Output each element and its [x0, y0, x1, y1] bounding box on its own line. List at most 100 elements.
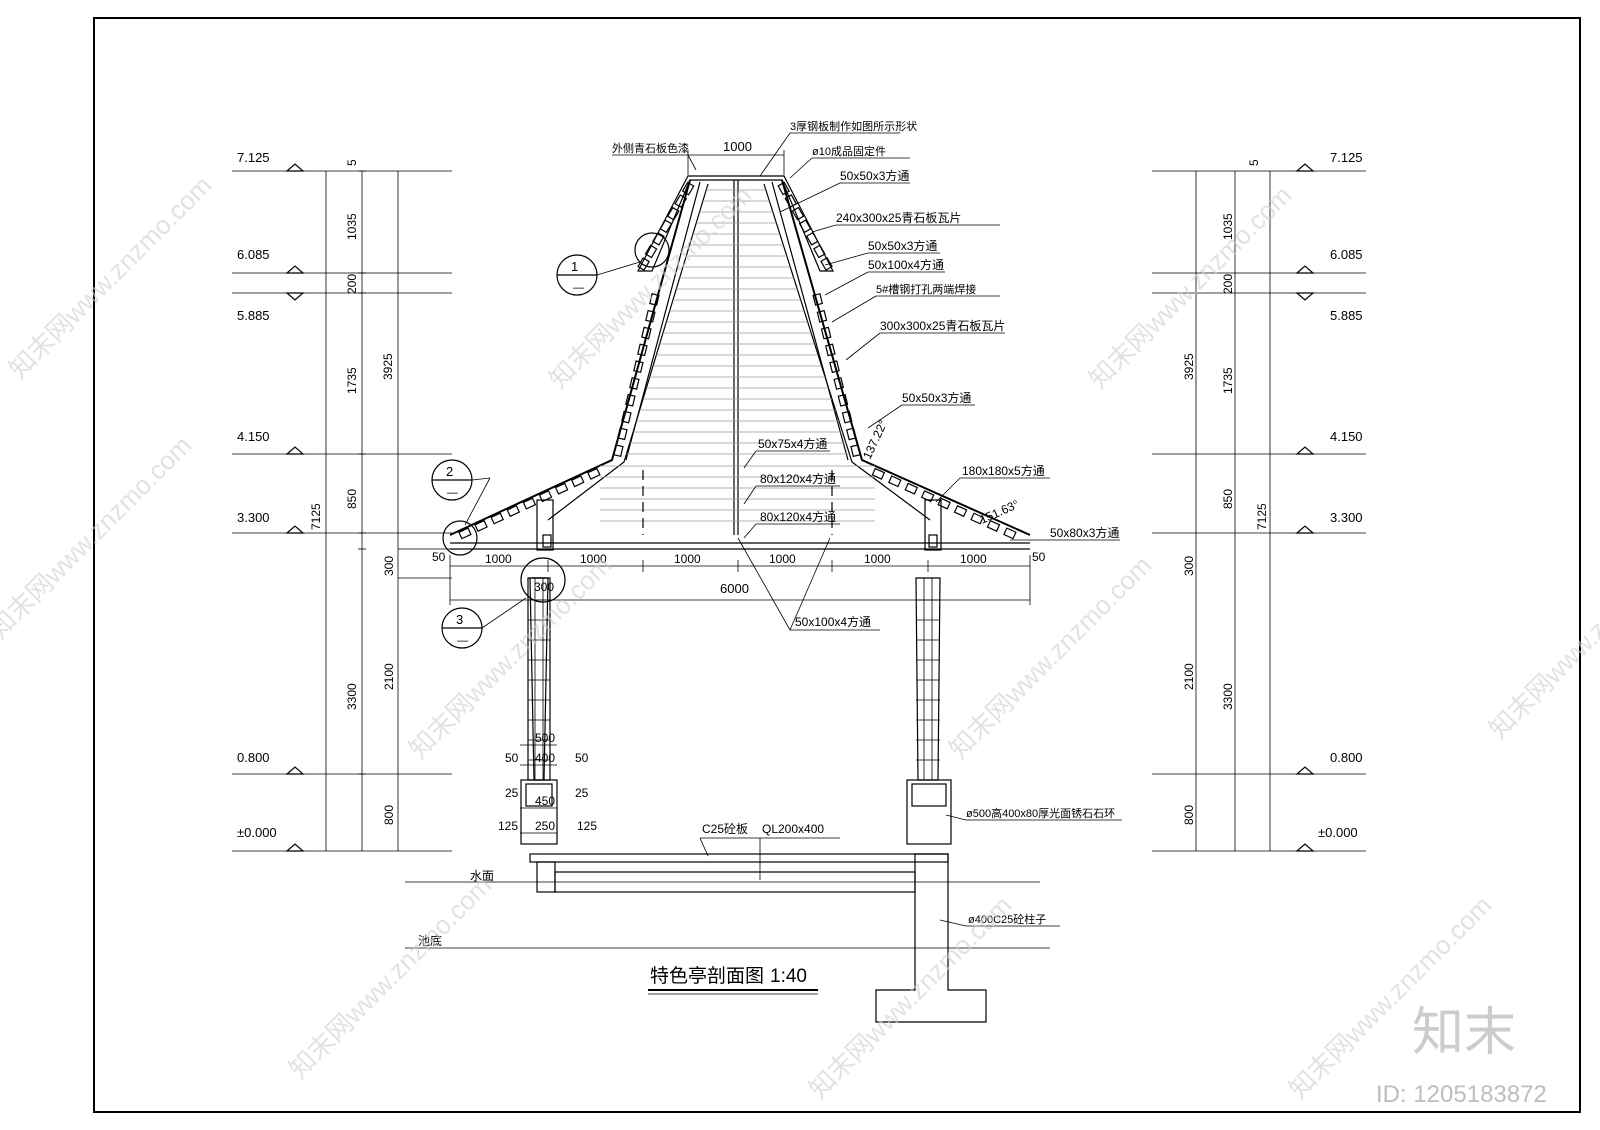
callout-pile: ø400C25砼柱子 [968, 912, 1046, 926]
elev-label-right: 7.125 [1330, 150, 1363, 165]
base-dim: 500 [535, 731, 555, 745]
callout-tile-240: 240x300x25青石板瓦片 [836, 211, 961, 225]
detail-marker-3: 3 [456, 612, 463, 627]
base-dim: 125 [577, 819, 597, 833]
roof-tile [666, 206, 680, 221]
dim-1735: 1735 [345, 367, 359, 394]
right-column-bands [916, 578, 940, 780]
roof-tile [474, 519, 488, 532]
right-elevation-markers: 7.125 6.085 5.885 4.150 3.300 0.800 ±0.0… [1152, 150, 1366, 852]
roof-tile [777, 181, 790, 196]
detail-marker-sub: — [457, 635, 468, 647]
dim-3300-right: 3300 [1221, 683, 1235, 710]
dim-200: 200 [345, 274, 359, 294]
elev-marker-6085: 6.085 [232, 247, 452, 274]
roof-tile [587, 467, 601, 480]
elev-marker-0800: 0.800 [232, 750, 452, 775]
watermark-text: 知末网www.znzmo.com [1483, 530, 1600, 744]
dim-top-1000: 1000 [723, 139, 752, 154]
elev-label-right: 5.885 [1330, 308, 1363, 323]
roof-tile [681, 181, 695, 196]
columns [520, 577, 952, 845]
dim-2100: 2100 [382, 663, 396, 690]
callout-channel: 5#槽钢打孔两端焊接 [876, 282, 976, 296]
callout-steel-plate: 3厚钢板制作如图所示形状 [790, 119, 917, 133]
roof-tile [791, 206, 805, 221]
roof-tile [871, 467, 886, 480]
dim-1735-right: 1735 [1221, 367, 1235, 394]
base-dim: 25 [575, 786, 589, 800]
dim-bay: 1000 [485, 552, 512, 566]
watermark-text: 知末网www.znzmo.com [283, 870, 497, 1084]
base-dim: 125 [498, 819, 518, 833]
callout-fixing: ø10成品固定件 [812, 144, 886, 158]
callout-tube-80: 50x80x3方通 [1050, 525, 1119, 540]
dim-300-right: 300 [1182, 556, 1196, 576]
drawing-frame [93, 17, 1581, 1113]
roof-interior-battens [600, 189, 875, 522]
dim-7125: 7125 [309, 503, 323, 530]
roof-tile [837, 393, 849, 407]
roof-tile [538, 490, 553, 503]
elev-label-right: ±0.000 [1318, 825, 1358, 840]
roof-tile [506, 504, 521, 518]
dim-bay: 50 [1032, 550, 1046, 564]
dim-column-300: 300 [534, 580, 554, 594]
callout-sq-tube-3: 50x100x4方通 [868, 257, 944, 272]
left-column-bands [528, 578, 550, 780]
label-pool-bottom: 池底 [418, 933, 442, 948]
roof-tiles-right [777, 181, 1017, 540]
detail-marker-2: 2 [446, 464, 453, 479]
roof-tile [986, 519, 1001, 532]
dim-bay: 1000 [580, 552, 607, 566]
elev-label-right: 4.150 [1330, 429, 1363, 444]
roof-tile [820, 257, 833, 271]
detail-marker-1: 1 [571, 259, 578, 274]
watermark-id: ID: 1205183872 [1376, 1081, 1547, 1108]
roof-tile [970, 512, 984, 525]
dim-bay: 1000 [960, 552, 987, 566]
roof-tile [522, 497, 537, 510]
roof-tile [674, 194, 688, 209]
elev-marker-7125: 7.125 [232, 150, 452, 172]
roof-tile [458, 527, 472, 540]
roof-tile [629, 377, 640, 390]
dim-850-right: 850 [1221, 489, 1235, 509]
detail-markers: 1 — 2 — 3 — [431, 232, 670, 649]
roof-tile [850, 444, 861, 458]
roof-tile [570, 475, 585, 488]
base-dim: 400 [535, 751, 555, 765]
dim-850: 850 [345, 489, 359, 509]
callout-slab: C25砼板 [702, 822, 748, 836]
callout-sq-tube-4: 50x50x3方通 [902, 390, 971, 405]
base-dim: 25 [505, 786, 519, 800]
elev-label: 7.125 [237, 150, 270, 165]
roof-tile [625, 393, 636, 407]
angle-label: 137.22° [860, 418, 890, 462]
elev-marker-5885: 5.885 [232, 292, 452, 323]
elev-label: ±0.000 [237, 825, 277, 840]
roof-tile [649, 293, 660, 306]
drawing-title: 特色亭剖面图 [650, 965, 764, 987]
left-elevation-markers: 7.125 6.085 5.885 4.150 3.300 0.800 [232, 150, 452, 852]
detail-marker-sub: — [573, 282, 584, 294]
roof-tile [617, 427, 628, 441]
watermark-text: 知末网www.znzmo.com [1283, 890, 1497, 1104]
dim-total: 6000 [720, 581, 749, 596]
roof-tile [805, 231, 819, 246]
elev-marker-3300: 3.300 [232, 510, 452, 534]
roof-tile [824, 343, 836, 357]
roof-tile [841, 410, 853, 424]
roof-tile [490, 512, 504, 525]
dim-3925-right: 3925 [1182, 353, 1196, 380]
watermark-text: 知末网www.znzmo.com [3, 170, 217, 384]
dim-200-right: 200 [1221, 274, 1235, 294]
roof-tile [798, 219, 812, 234]
dim-800: 800 [382, 805, 396, 825]
elev-label: 4.150 [237, 429, 270, 444]
roof-tile [816, 309, 828, 323]
callout-paint: 外侧青石板色漆 [612, 141, 689, 155]
watermark-logo: 知末 [1412, 1004, 1516, 1062]
dim-1035: 1035 [345, 213, 359, 240]
